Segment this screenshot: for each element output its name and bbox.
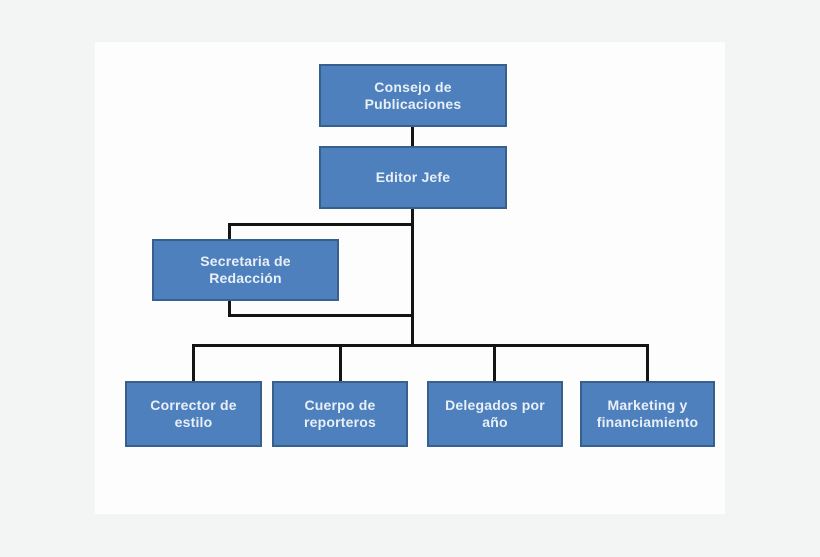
connector-secretaria-bracket-bottom xyxy=(228,314,414,317)
org-node-label: Corrector de estilo xyxy=(150,397,237,430)
org-node-label: Delegados por año xyxy=(445,397,545,430)
connector-drop-delegados xyxy=(493,344,496,383)
org-node-label: Consejo de Publicaciones xyxy=(364,78,462,112)
org-node-label: Marketing y financiamiento xyxy=(596,397,699,430)
org-node-label: Cuerpo de reporteros xyxy=(303,397,377,430)
connector-secretaria-bracket-top xyxy=(228,223,414,226)
connector-editor-trunk xyxy=(411,209,414,347)
org-node-secretaria-de-redaccion: Secretaria de Redacción xyxy=(152,239,339,301)
org-node-label: Secretaria de Redacción xyxy=(200,253,291,286)
connector-bottom-distributor xyxy=(192,344,649,347)
org-node-editor-jefe: Editor Jefe xyxy=(319,146,507,209)
org-node-consejo-de-publicaciones: Consejo de Publicaciones xyxy=(319,64,507,127)
org-node-corrector-de-estilo: Corrector de estilo xyxy=(125,381,262,447)
connector-drop-corrector xyxy=(192,344,195,383)
connector-drop-marketing xyxy=(646,344,649,383)
connector-drop-cuerpo xyxy=(339,344,342,383)
org-node-cuerpo-de-reporteros: Cuerpo de reporteros xyxy=(272,381,408,447)
connector-consejo-to-editor xyxy=(411,127,414,146)
org-node-label: Editor Jefe xyxy=(375,169,451,185)
org-node-delegados-por-ano: Delegados por año xyxy=(427,381,563,447)
org-node-marketing-y-financiamiento: Marketing y financiamiento xyxy=(580,381,715,447)
